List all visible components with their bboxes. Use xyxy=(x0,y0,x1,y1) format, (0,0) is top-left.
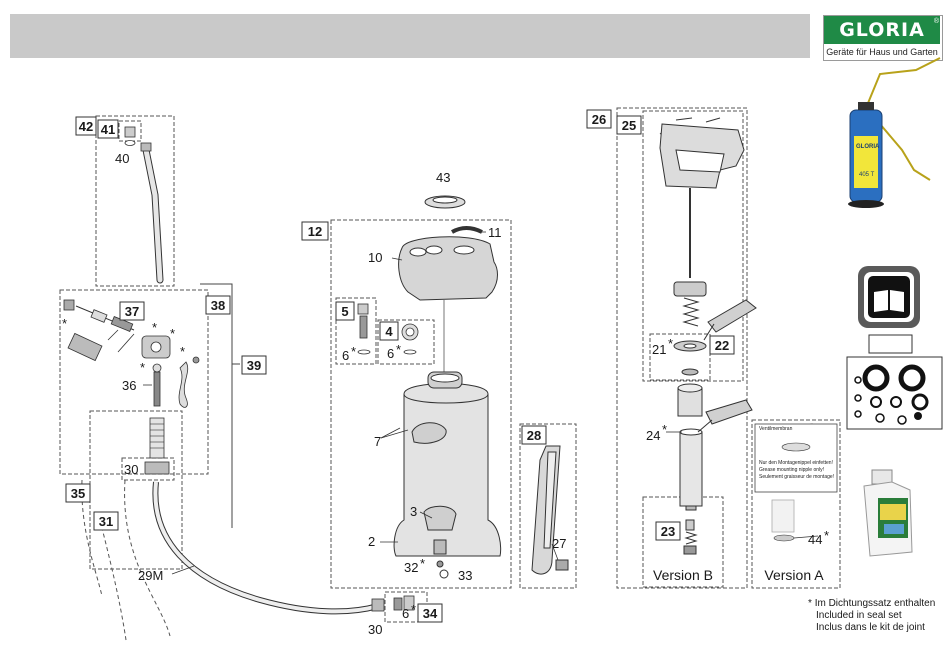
group-box-21 xyxy=(649,333,711,381)
star-37c: * xyxy=(180,344,185,359)
label-32: 32 xyxy=(404,560,418,575)
sprayer-product-image: GLORIA 405 T xyxy=(848,57,941,208)
version-b-label: Version B xyxy=(653,567,713,583)
tank-assembly xyxy=(393,195,502,579)
label-37: 37 xyxy=(125,304,139,319)
star-21: * xyxy=(668,336,673,351)
group-box-12 xyxy=(330,219,512,589)
label-40: 40 xyxy=(115,151,129,166)
card-line-en: Grease mounting nipple only! xyxy=(759,467,824,473)
sprayer-model: 405 T xyxy=(859,172,875,178)
label-36: 36 xyxy=(122,378,136,393)
label-30-top: 30 xyxy=(124,462,138,477)
group-box-41 xyxy=(118,120,142,142)
valve-membrane-card: Ventilmembran Nur den Montagenippel einf… xyxy=(754,423,838,542)
group-box-28 xyxy=(519,423,577,589)
seal-set-image xyxy=(846,356,943,430)
label-38: 38 xyxy=(211,298,225,313)
version-a-label: Version A xyxy=(764,567,824,583)
label-4: 4 xyxy=(385,324,393,339)
card-line-fr: Seulement graisseur de montage! xyxy=(759,474,834,480)
label-22: 22 xyxy=(715,338,729,353)
footnote-fr: Inclus dans le kit de joint xyxy=(816,622,925,633)
label-43: 43 xyxy=(436,170,450,185)
label-10: 10 xyxy=(368,250,382,265)
star-38a: * xyxy=(62,316,67,331)
label-39: 39 xyxy=(247,358,261,373)
group-box-version-a xyxy=(751,419,841,589)
star-6c: * xyxy=(411,602,416,617)
label-35: 35 xyxy=(71,486,85,501)
group-box-42 xyxy=(95,115,175,287)
star-37b: * xyxy=(170,326,175,341)
manual-book-icon xyxy=(858,266,920,328)
manual-frame xyxy=(868,334,913,354)
label-3: 3 xyxy=(410,504,417,519)
label-2: 2 xyxy=(368,534,375,549)
logo-wordmark: GLORIA xyxy=(824,16,940,44)
star-32: * xyxy=(420,556,425,571)
label-6-c: 6 xyxy=(402,606,409,621)
part-labels: 42 41 40 38 39 37 36 * * * * * 35 31 30 … xyxy=(62,109,829,637)
hose-29m-inner xyxy=(153,481,379,614)
foot-part-28 xyxy=(531,445,569,575)
logo-registered-mark: ® xyxy=(933,18,939,25)
label-41: 41 xyxy=(101,122,115,137)
cleaner-bottle-image xyxy=(863,469,913,557)
header-bar xyxy=(10,14,810,58)
group-box-4 xyxy=(377,319,435,365)
star-6b: * xyxy=(396,342,401,357)
label-23: 23 xyxy=(661,524,675,539)
group-box-38 xyxy=(59,289,209,475)
label-6-b: 6 xyxy=(387,346,394,361)
label-6-a: 6 xyxy=(342,348,349,363)
sprayer-brand: GLORIA xyxy=(856,144,880,150)
label-12: 12 xyxy=(308,224,322,239)
group-box-30 xyxy=(121,457,175,481)
label-11: 11 xyxy=(488,225,502,240)
footnote-en: Included in seal set xyxy=(816,610,902,621)
leader-lines xyxy=(107,231,819,575)
group-box-25 xyxy=(642,110,744,382)
bracket-lines xyxy=(200,283,240,528)
card-line-de: Nur den Montagenippel einfetten! xyxy=(759,460,833,466)
gloria-logo: GLORIA ® Geräte für Haus und Garten xyxy=(823,15,943,61)
star-44: * xyxy=(824,528,829,543)
label-29m: 29M xyxy=(138,568,163,583)
label-31: 31 xyxy=(99,514,113,529)
star-37a: * xyxy=(152,320,157,335)
label-26: 26 xyxy=(592,112,606,127)
group-box-5 xyxy=(335,297,377,365)
footnote-de: * Im Dichtungssatz enthalten xyxy=(808,598,948,610)
spray-valve-parts xyxy=(63,299,200,475)
label-7: 7 xyxy=(374,434,381,449)
label-34: 34 xyxy=(423,606,438,621)
logo-tagline: Geräte für Haus und Garten xyxy=(826,47,938,57)
valve-parts-5-4 xyxy=(357,303,419,355)
footnote-star: * xyxy=(808,598,812,609)
lance-tube xyxy=(124,126,164,284)
label-28: 28 xyxy=(527,428,541,443)
footnote-de-text: Im Dichtungssatz enthalten xyxy=(814,598,936,609)
group-boxes xyxy=(59,107,841,623)
group-box-26 xyxy=(616,107,748,589)
label-44: 44 xyxy=(808,532,822,547)
label-25: 25 xyxy=(622,118,636,133)
label-21: 21 xyxy=(652,342,666,357)
label-27: 27 xyxy=(552,536,566,551)
label-30-bottom: 30 xyxy=(368,622,382,637)
star-24: * xyxy=(662,422,667,437)
hose-fittings xyxy=(371,595,415,612)
footnote: * Im Dichtungssatz enthalten Included in… xyxy=(808,598,948,634)
star-6a: * xyxy=(351,344,356,359)
star-36: * xyxy=(140,360,145,375)
hose-29m xyxy=(152,481,379,615)
label-33: 33 xyxy=(458,568,472,583)
label-42: 42 xyxy=(79,119,93,134)
label-24: 24 xyxy=(646,428,660,443)
card-title: Ventilmembran xyxy=(759,426,793,432)
label-5: 5 xyxy=(341,304,348,319)
